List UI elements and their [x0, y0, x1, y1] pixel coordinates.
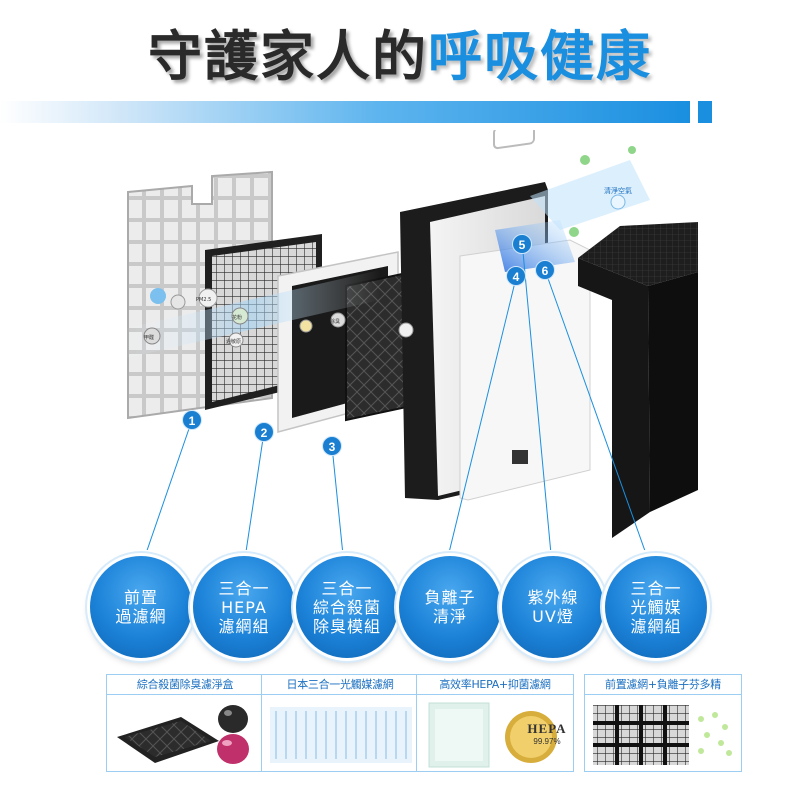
- feature-negative-ion: 負離子 清淨: [399, 556, 501, 658]
- page-title: 守護家人的呼吸健康: [0, 22, 800, 92]
- product-box-label: 綜合殺菌除臭濾淨盒: [107, 675, 263, 695]
- feature-uv-lamp: 紫外線 UV燈: [502, 556, 604, 658]
- filter-cassette-image: [117, 705, 249, 764]
- uv-module: [495, 160, 650, 272]
- particle-bubbles: [143, 146, 636, 348]
- feature-label: 三合一 光觸媒 濾網組: [630, 578, 682, 636]
- feature-label: 負離子 清淨: [424, 588, 476, 626]
- badge-number-1: 1: [182, 410, 202, 430]
- title-underline-bar: [0, 101, 690, 123]
- product-box-sterilize: 綜合殺菌除臭濾淨盒: [106, 674, 264, 772]
- badge-number-4: 4: [506, 266, 526, 286]
- bubble-text-pm25: PM2.5: [196, 297, 211, 303]
- feature-pre-filter: 前置 過濾網: [90, 556, 192, 658]
- product-box-label: 前置濾網+負離子芬多精: [585, 675, 741, 695]
- pleated-filter-image: [270, 707, 412, 763]
- bubble-text-formaldehyde: 甲醛: [144, 334, 154, 341]
- badge-number-3: 3: [322, 436, 342, 456]
- product-box-label: 高效率HEPA+抑菌濾網: [417, 675, 573, 695]
- product-box-hepa: 高效率HEPA+抑菌濾網 HEPA 99.97%: [416, 674, 574, 772]
- pre-filter-mesh-image: [593, 705, 732, 765]
- product-box-pre-filter: 前置濾網+負離子芬多精: [584, 674, 742, 772]
- product-boxes: 綜合殺菌除臭濾淨盒 日本三合一光觸媒濾網 高效率HE: [0, 674, 800, 794]
- feature-circles: 前置 過濾網 三合一 HEPA 濾網組 三合一 綜合殺菌 除臭模組 負離子 清淨…: [0, 556, 800, 666]
- bubble-text-allergen: 過敏原: [226, 338, 241, 345]
- feature-photocatalyst: 三合一 光觸媒 濾網組: [605, 556, 707, 658]
- product-exploded-view: 清淨空氣 PM2.5 甲醛 過敏原 花粉 除臭 1 2 3 4 5 6: [0, 122, 800, 566]
- title-blue-part: 呼吸健康: [428, 25, 652, 88]
- title-dark-part: 守護家人的: [148, 25, 428, 88]
- product-box-label: 日本三合一光觸媒濾網: [262, 675, 418, 695]
- badge-number-6: 6: [535, 260, 555, 280]
- product-box-photocatalyst: 日本三合一光觸媒濾網: [261, 674, 419, 772]
- exploded-view-svg: 清淨空氣 PM2.5 甲醛 過敏原 花粉 除臭: [118, 122, 698, 566]
- title-underline-end: [698, 101, 712, 123]
- feature-label: 三合一 綜合殺菌 除臭模組: [312, 578, 381, 636]
- feature-label: 紫外線 UV燈: [527, 588, 579, 626]
- leader-lines: [141, 251, 651, 566]
- badge-number-2: 2: [254, 422, 274, 442]
- hepa-seal-title: HEPA: [527, 721, 567, 736]
- badge-number-5: 5: [512, 234, 532, 254]
- airflow-beam: [118, 270, 380, 360]
- feature-label: 前置 過濾網: [115, 588, 167, 626]
- bubble-text-deodorize: 除臭: [330, 318, 340, 325]
- photocatalyst-filter-box: [578, 222, 698, 538]
- hepa-seal-percent: 99.97%: [533, 737, 561, 746]
- bubble-text-clean-air: 清淨空氣: [604, 186, 632, 195]
- feature-hepa-filter: 三合一 HEPA 濾網組: [193, 556, 295, 658]
- bubble-text-pollen: 花粉: [232, 314, 242, 321]
- feature-label: 三合一 HEPA 濾網組: [218, 578, 270, 636]
- feature-sterilize-deodorize: 三合一 綜合殺菌 除臭模組: [296, 556, 398, 658]
- hepa-filter-image: [428, 702, 557, 768]
